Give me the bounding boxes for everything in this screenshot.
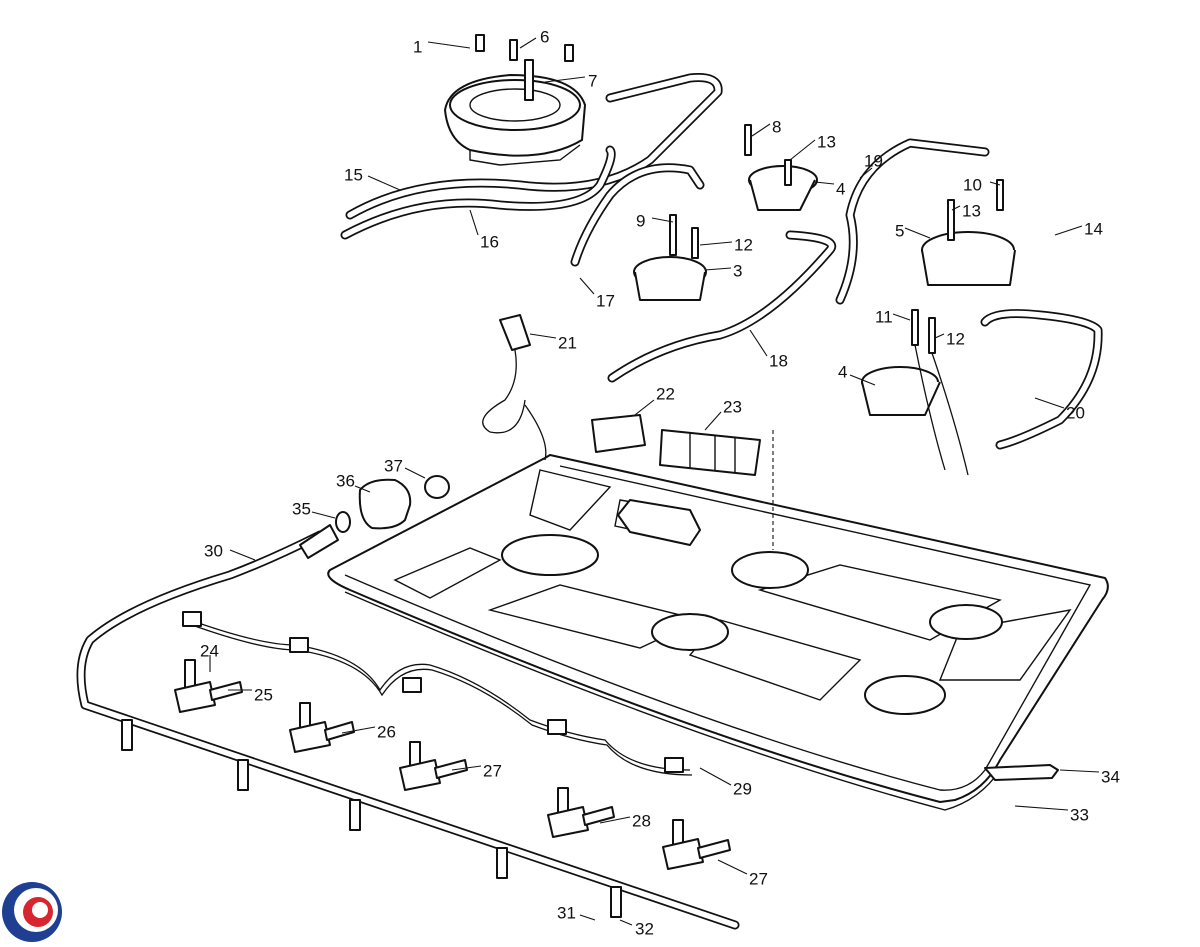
gas-pipes <box>76 73 1103 930</box>
burner-4-upper <box>744 124 818 211</box>
callout-leader-13 <box>789 139 816 161</box>
callout-4: 4 <box>836 179 845 198</box>
gas-valves <box>174 659 731 870</box>
burner-5 <box>921 179 1016 286</box>
callout-27: 27 <box>749 869 768 888</box>
callout-6: 6 <box>540 27 549 46</box>
callout-33: 33 <box>1070 805 1089 824</box>
callout-leader-34 <box>1059 769 1100 773</box>
callout-leader-7 <box>544 76 586 83</box>
callout-22: 22 <box>656 384 675 403</box>
callout-17: 17 <box>596 291 615 310</box>
callout-leader-15 <box>367 175 401 191</box>
callout-leader-4 <box>814 181 835 185</box>
callout-leader-16 <box>469 209 479 236</box>
callout-leader-32 <box>619 919 633 926</box>
callout-14: 14 <box>1084 219 1103 238</box>
callout-leader-18 <box>749 329 768 357</box>
callout-31: 31 <box>557 903 576 922</box>
callout-leader-19 <box>859 167 873 179</box>
callout-21: 21 <box>558 333 577 352</box>
callout-13: 13 <box>962 201 981 220</box>
callout-30: 30 <box>204 541 223 560</box>
callout-leader-33 <box>1014 805 1069 811</box>
callout-leader-26 <box>341 726 376 734</box>
callout-37: 37 <box>384 456 403 475</box>
bracket-34 <box>984 764 1059 781</box>
callout-leader-6 <box>519 37 537 49</box>
callout-leader-11 <box>892 313 911 321</box>
callout-labels: 1678134191013145912317151621181112420222… <box>200 27 1120 938</box>
callout-leader-21 <box>529 333 557 339</box>
callout-leader-35 <box>311 511 336 519</box>
callout-leader-17 <box>579 277 595 295</box>
callout-leader-36 <box>354 485 371 493</box>
callout-leader-12 <box>934 333 945 339</box>
callout-1: 1 <box>413 37 422 56</box>
callout-leader-3 <box>704 267 732 271</box>
callout-25: 25 <box>254 685 273 704</box>
callout-leader-27 <box>451 765 482 771</box>
brand-logo <box>2 882 62 942</box>
callout-leader-23 <box>704 411 722 431</box>
callout-15: 15 <box>344 165 363 184</box>
manifold-clamps <box>121 719 622 918</box>
callout-10: 10 <box>963 175 982 194</box>
callout-leader-4 <box>849 374 876 386</box>
wok-burner <box>444 34 586 166</box>
callout-13: 13 <box>817 132 836 151</box>
callout-32: 32 <box>635 919 654 938</box>
callout-leader-13 <box>951 205 961 211</box>
callout-19: 19 <box>864 151 883 170</box>
callout-leader-29 <box>699 767 732 786</box>
burner-4-lower <box>861 309 969 476</box>
callout-leader-10 <box>989 181 1001 186</box>
callout-leader-31 <box>579 914 596 921</box>
callout-12: 12 <box>734 235 753 254</box>
ignition-switch-block <box>659 429 761 476</box>
regulator <box>299 475 450 559</box>
callout-16: 16 <box>480 232 499 251</box>
callout-23: 23 <box>723 397 742 416</box>
callout-29: 29 <box>733 779 752 798</box>
callout-3: 3 <box>733 261 742 280</box>
mains-cable <box>482 314 547 461</box>
callout-leader-20 <box>1034 397 1065 409</box>
callout-leader-28 <box>599 816 631 824</box>
callout-leader-37 <box>404 467 426 479</box>
callout-18: 18 <box>769 351 788 370</box>
hob-tray <box>327 454 1109 811</box>
ignition-box <box>591 414 646 453</box>
callout-35: 35 <box>292 499 311 518</box>
callout-28: 28 <box>632 811 651 830</box>
callout-34: 34 <box>1101 767 1120 786</box>
callout-24: 24 <box>200 641 219 660</box>
callout-20: 20 <box>1066 403 1085 422</box>
callout-11: 11 <box>875 307 893 326</box>
callout-26: 26 <box>377 722 396 741</box>
callout-leader-30 <box>229 549 256 561</box>
callout-leader-22 <box>634 399 655 416</box>
callout-leader-9 <box>651 217 674 223</box>
callout-8: 8 <box>772 117 781 136</box>
callout-27: 27 <box>483 761 502 780</box>
callout-leader-1 <box>427 41 471 49</box>
callout-leader-27 <box>717 859 748 875</box>
callout-leader-14 <box>1054 225 1083 236</box>
callout-7: 7 <box>588 71 597 90</box>
callout-leader-8 <box>751 123 771 137</box>
callout-leader-5 <box>904 227 931 239</box>
callout-12: 12 <box>946 329 965 348</box>
callout-36: 36 <box>336 471 355 490</box>
callout-9: 9 <box>636 211 645 230</box>
callout-leader-12 <box>699 241 733 246</box>
burner-3 <box>633 214 707 301</box>
callout-5: 5 <box>895 221 904 240</box>
callout-4: 4 <box>838 362 847 381</box>
ignition-harness <box>182 611 693 776</box>
